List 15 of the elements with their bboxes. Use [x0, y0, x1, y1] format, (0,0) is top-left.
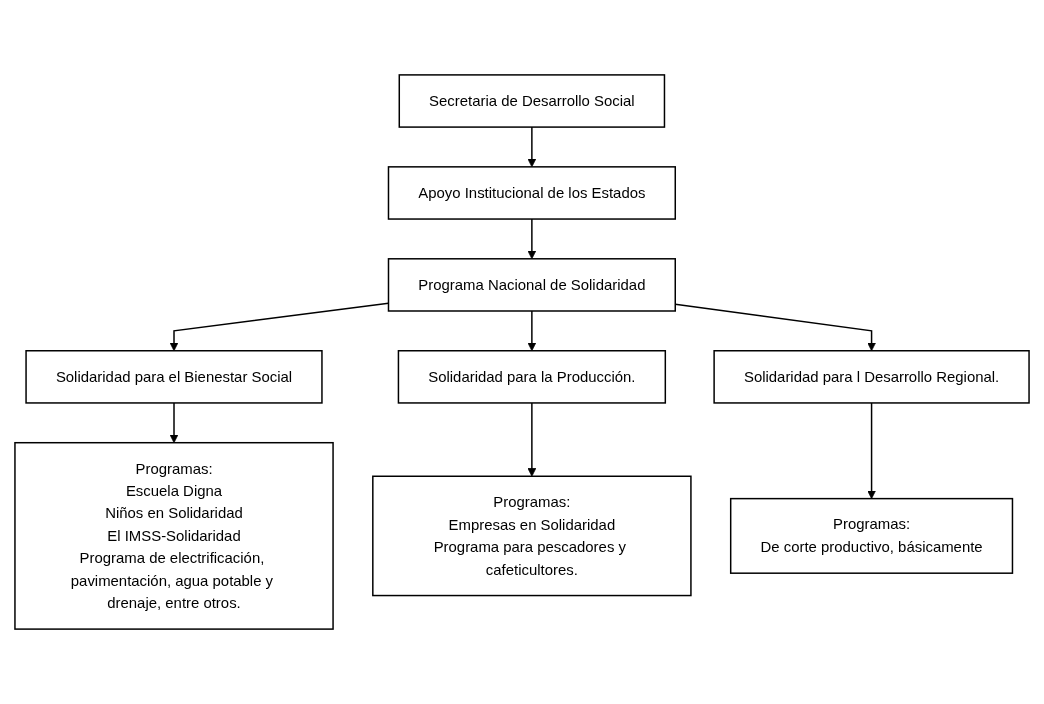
arrow: [867, 402, 876, 499]
node-box: Solidaridad para l Desarrollo Regional.: [713, 350, 1030, 404]
node-box: Programas: Escuela Digna Niños en Solidaridad El IMSS-Solidaridad Programa de electrificación, pavimentación, agua potable y drenaje, entre otros.: [14, 441, 334, 630]
node-box: Programas: Empresas en Solidaridad Programa para pescadores y cafeticultores.: [372, 475, 692, 597]
arrow: [527, 310, 537, 352]
node-box: Secretaria de Desarrollo Social: [398, 74, 666, 128]
arrow: [527, 126, 537, 168]
node-box: Apoyo Institucional de los Estados: [387, 166, 676, 220]
node-box: Solidaridad para la Producción.: [397, 350, 667, 404]
node-box: Programa Nacional de Solidaridad: [387, 258, 676, 312]
arrow: [527, 402, 537, 477]
node-box: Solidaridad para el Bienestar Social: [25, 350, 323, 404]
arrow: [527, 218, 537, 260]
node-box: Programas: De corte productivo, básicamente: [729, 497, 1014, 574]
arrow: [169, 402, 179, 444]
